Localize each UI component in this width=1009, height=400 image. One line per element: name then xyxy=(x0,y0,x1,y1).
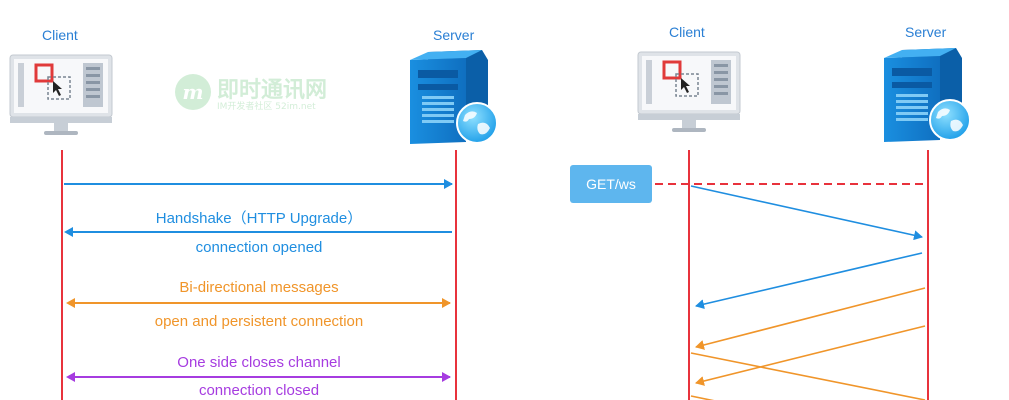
connection-opened-label: connection opened xyxy=(195,239,323,256)
watermark-logo: m xyxy=(175,74,211,110)
left-server-label: Server xyxy=(433,27,475,43)
connection-closed-label: connection closed xyxy=(198,382,320,399)
watermark-title: 即时通讯网 xyxy=(217,78,328,103)
bidirectional-messages-label: Bi-directional messages xyxy=(179,279,339,296)
server-message-arrow-2 xyxy=(695,325,926,386)
get-ws-request-box: GET/ws xyxy=(570,165,652,203)
server-message-arrow-1 xyxy=(695,287,926,350)
handshake-label: Handshake（HTTP Upgrade） xyxy=(155,210,363,227)
monitor-icon xyxy=(9,54,113,135)
handshake-response-arrow xyxy=(695,252,923,310)
client-message-arrow-2 xyxy=(690,395,715,400)
left-client-label: Client xyxy=(42,27,78,43)
server-icon xyxy=(884,48,962,142)
monitor-icon xyxy=(637,51,741,132)
globe-icon xyxy=(929,99,971,141)
handshake-request-arrow xyxy=(690,185,923,241)
right-client-label: Client xyxy=(669,24,705,40)
right-server-label: Server xyxy=(905,24,947,40)
globe-icon xyxy=(456,102,498,144)
closes-channel-label: One side closes channel xyxy=(177,354,341,371)
watermark-subtitle: IM开发者社区 52im.net xyxy=(217,102,316,112)
watermark: m 即时通讯网 IM开发者社区 52im.net xyxy=(175,72,345,116)
client-message-arrow-1 xyxy=(690,352,926,400)
persistent-connection-label: open and persistent connection xyxy=(154,313,364,330)
